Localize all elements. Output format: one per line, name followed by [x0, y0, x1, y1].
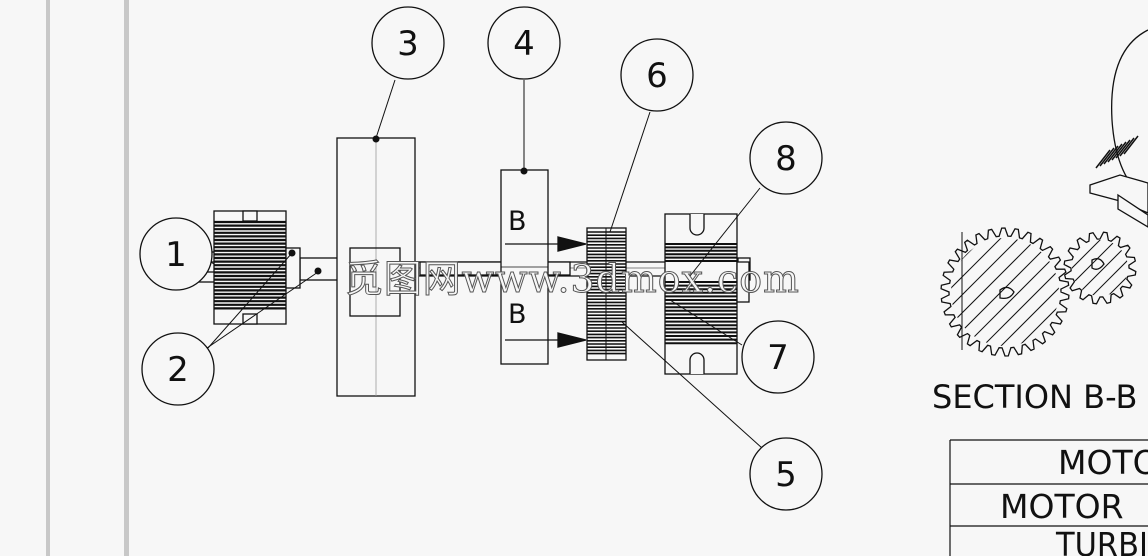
section-hatch-line	[1016, 238, 1059, 346]
section-hatch-line	[951, 238, 1022, 346]
bom-row-2: MOTOR	[1000, 487, 1124, 526]
iso-fin-line	[1095, 149, 1111, 169]
section-hatch-line	[951, 238, 986, 346]
leader-dot	[314, 267, 322, 275]
part-7-turbine	[664, 213, 750, 375]
sheet-border-inner	[124, 0, 129, 556]
balloon-1-label: 1	[165, 235, 187, 275]
part-4-bearing-block	[500, 169, 560, 365]
iso-fin-line	[1115, 139, 1131, 159]
iso-fin-line	[1107, 143, 1123, 163]
isometric-view-partial	[1089, 29, 1148, 228]
bom-table	[949, 439, 1148, 556]
section-marker-top: B	[508, 206, 527, 237]
leader-dot	[520, 167, 528, 175]
watermark: 觅图网www.3dmox.com	[345, 257, 800, 301]
sheet-border-outer	[46, 0, 50, 556]
leader-lines	[203, 79, 763, 449]
iso-fin-line	[1123, 135, 1139, 155]
section-arrows	[557, 236, 587, 348]
iso-fin-line	[1103, 145, 1119, 165]
part-5-gear	[586, 227, 627, 361]
part-1-motor	[198, 210, 301, 325]
section-hatch-line	[1072, 240, 1103, 296]
iso-fin-line	[1119, 137, 1135, 157]
section-view-gears	[837, 227, 1137, 357]
section-hatch-line	[951, 238, 1040, 346]
balloon-labels: 1 2 3 4 5 6 7 8	[165, 24, 797, 495]
leader-dot	[372, 135, 380, 143]
balloon-3-label: 3	[397, 24, 419, 64]
balloon-2-label: 2	[167, 350, 189, 390]
section-hatch-line	[837, 236, 949, 348]
balloon-5-label: 5	[775, 455, 797, 495]
balloon-circles	[139, 6, 823, 511]
section-hatch-line	[998, 238, 1059, 346]
iso-fin-line	[1099, 147, 1115, 167]
iso-fin-line	[1111, 141, 1127, 161]
section-hatch-line	[980, 238, 1059, 346]
section-marker-bottom: B	[508, 299, 527, 330]
balloon-8-label: 8	[775, 139, 797, 179]
bom-rows: MOTO MOTOR TURBI	[1000, 443, 1148, 556]
section-hatch-line	[951, 238, 1004, 346]
section-hatch-line	[1105, 240, 1128, 296]
section-hatch-line	[1089, 240, 1128, 296]
section-hatch-line	[1072, 240, 1119, 296]
section-title: SECTION B-B	[932, 378, 1137, 416]
leader-dot	[288, 249, 296, 257]
bom-row-1: MOTO	[1058, 443, 1148, 482]
balloon-6-label: 6	[646, 56, 668, 96]
balloon-4-label: 4	[513, 24, 535, 64]
bom-row-3: TURBI	[1055, 525, 1148, 556]
balloon-7-label: 7	[767, 338, 789, 378]
